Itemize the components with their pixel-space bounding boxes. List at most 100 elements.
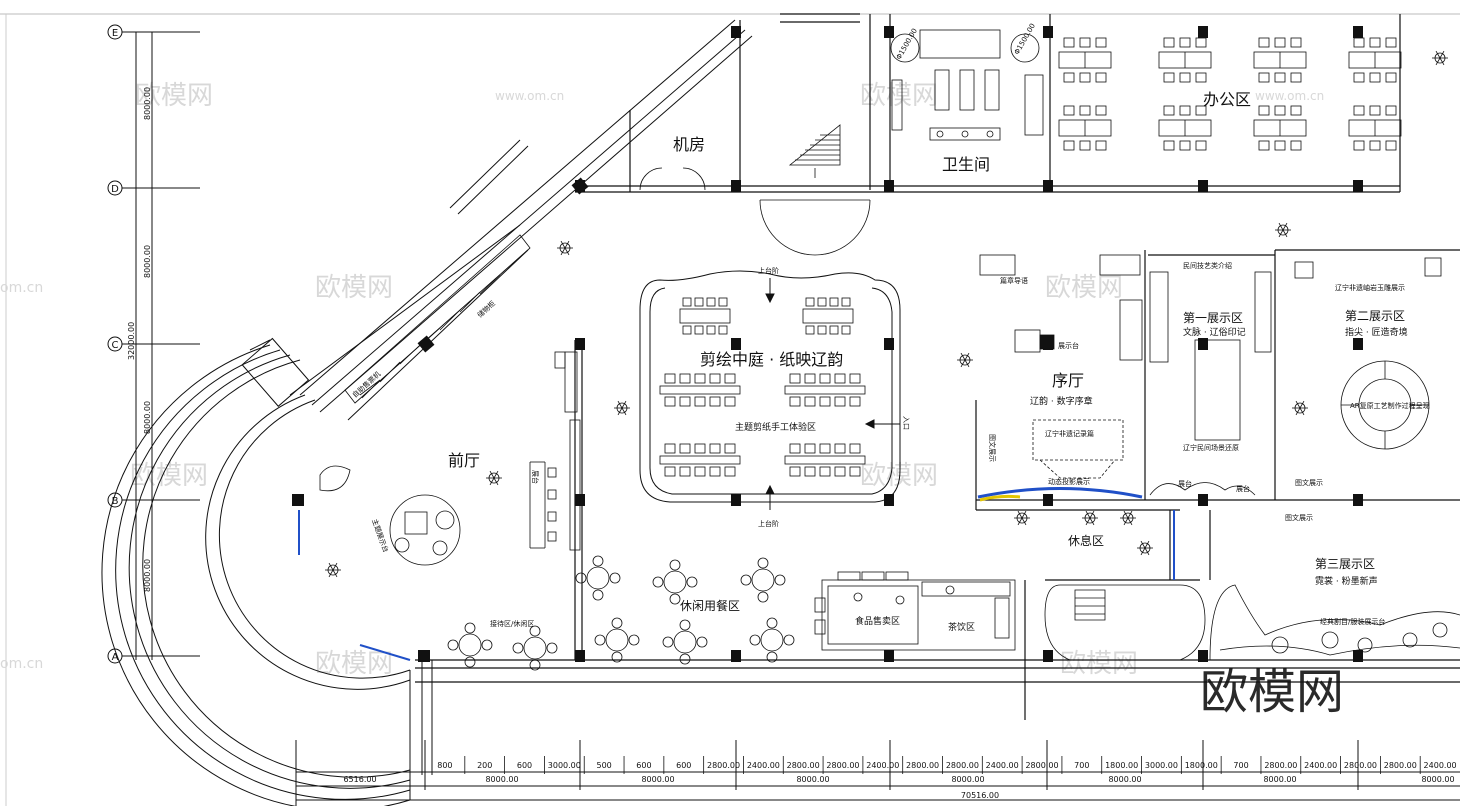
note-record: 辽宁非遗记录篇 bbox=[1045, 429, 1094, 438]
workshop-chair bbox=[709, 396, 721, 407]
dim-value: 8000.00 bbox=[1421, 775, 1454, 784]
workshop-chair bbox=[718, 325, 728, 335]
note-opera: 经典剧目/服装展示台 bbox=[1320, 617, 1385, 626]
room-labels: 机房 卫生间 办公区 前厅 剪绘中庭 · 纸映辽韵 主题剪纸手工体验区 序厅 辽… bbox=[370, 90, 1407, 633]
workshop-chair bbox=[789, 466, 801, 477]
dim-span: 8000.00 bbox=[143, 245, 152, 278]
office-chair bbox=[1290, 37, 1302, 48]
workshop-chair bbox=[789, 396, 801, 407]
office-chair bbox=[1195, 72, 1207, 83]
workshop-chair bbox=[724, 373, 736, 384]
dim-value: 2400.00 bbox=[866, 761, 899, 770]
dining-chair bbox=[609, 572, 621, 584]
grid-label-b: B bbox=[112, 496, 119, 507]
label-exhibit3: 第三展示区 bbox=[1315, 557, 1375, 571]
dim-value: 1800.00 bbox=[1105, 761, 1138, 770]
office-chair bbox=[1369, 140, 1381, 151]
dining-chair bbox=[757, 591, 769, 603]
office-chair bbox=[1179, 105, 1191, 116]
dining-chair bbox=[628, 634, 640, 646]
dim-value: 600 bbox=[636, 761, 651, 770]
watermark-logo: 欧模网 bbox=[135, 81, 213, 111]
office-chair bbox=[1079, 37, 1091, 48]
dining-table bbox=[458, 633, 482, 657]
workshop-chair bbox=[724, 396, 736, 407]
watermark-url: www.om.cn bbox=[495, 89, 564, 103]
dim-value: 2800.00 bbox=[946, 761, 979, 770]
office-chair bbox=[1258, 72, 1270, 83]
office-chair bbox=[1163, 37, 1175, 48]
workshop-chair bbox=[694, 466, 706, 477]
office-chair bbox=[1063, 105, 1075, 116]
dim-value: 2400.00 bbox=[1304, 761, 1337, 770]
office-chair bbox=[1095, 37, 1107, 48]
dining-table bbox=[523, 636, 547, 660]
dim-value: 8000.00 bbox=[641, 775, 674, 784]
note-heritage: 辽宁非遗岫岩玉雕展示 bbox=[1335, 283, 1405, 292]
dim-value: 2800.00 bbox=[1384, 761, 1417, 770]
dim-value: 600 bbox=[676, 761, 691, 770]
watermark-brand: 欧模网 bbox=[1200, 664, 1344, 720]
dining-chair bbox=[696, 636, 708, 648]
dining-chair bbox=[611, 617, 623, 629]
grid-label-a: A bbox=[112, 652, 119, 663]
office-chair bbox=[1095, 105, 1107, 116]
watermark-logo: 欧模网 bbox=[315, 273, 393, 303]
label-exhibit1: 第一展示区 bbox=[1183, 311, 1243, 325]
workshop-chair bbox=[679, 443, 691, 454]
dining-chair bbox=[766, 617, 778, 629]
office-chair bbox=[1290, 140, 1302, 151]
note-folk-intro: 民间技艺类介绍 bbox=[1183, 261, 1232, 270]
dining-chair bbox=[679, 619, 691, 631]
workshop-chair bbox=[819, 443, 831, 454]
workshop-chair bbox=[709, 443, 721, 454]
workshop-chair bbox=[804, 443, 816, 454]
workshop-chair bbox=[841, 325, 851, 335]
dining-table bbox=[751, 568, 775, 592]
watermark-logo: 欧模网 bbox=[315, 649, 393, 679]
workshop-chair bbox=[834, 373, 846, 384]
dim-value: 1800.00 bbox=[1185, 761, 1218, 770]
office-chair bbox=[1179, 72, 1191, 83]
office-chair bbox=[1163, 72, 1175, 83]
office-chair bbox=[1290, 72, 1302, 83]
label-office: 办公区 bbox=[1203, 90, 1251, 109]
note-platform: 展台 bbox=[1178, 479, 1192, 488]
office-chair bbox=[1079, 140, 1091, 151]
label-workshop: 主题剪纸手工体验区 bbox=[735, 421, 816, 433]
label-machine-room: 机房 bbox=[673, 135, 705, 154]
workshop-chair bbox=[819, 396, 831, 407]
workshop-chair bbox=[841, 297, 851, 307]
dim-total: 32000.00 bbox=[127, 322, 136, 360]
office-chair bbox=[1163, 140, 1175, 151]
dining-chair bbox=[464, 656, 476, 668]
workshop-chair bbox=[664, 443, 676, 454]
label-lobby: 前厅 bbox=[448, 451, 480, 470]
bottom-dimensions bbox=[295, 740, 1460, 806]
office-chair bbox=[1163, 105, 1175, 116]
dining-chair bbox=[669, 593, 681, 605]
workshop-tables bbox=[659, 297, 866, 477]
workshop-chair bbox=[682, 325, 692, 335]
label-courtyard: 剪绘中庭 · 纸映辽韵 bbox=[700, 350, 843, 369]
grid-label-d: D bbox=[111, 184, 119, 195]
workshop-table bbox=[679, 308, 731, 324]
dim-value: 3000.00 bbox=[1145, 761, 1178, 770]
office-chair bbox=[1385, 37, 1397, 48]
food-counters bbox=[814, 571, 1016, 651]
workshop-chair bbox=[789, 373, 801, 384]
office-chair bbox=[1063, 72, 1075, 83]
storage-lockers bbox=[344, 234, 531, 404]
workshop-chair bbox=[694, 443, 706, 454]
dining-chair bbox=[757, 557, 769, 569]
label-tea: 茶饮区 bbox=[948, 621, 975, 633]
workshop-chair bbox=[819, 373, 831, 384]
workshop-table bbox=[784, 385, 866, 395]
note-entrance: 入口 bbox=[902, 416, 910, 430]
workshop-chair bbox=[834, 443, 846, 454]
workshop-chair bbox=[679, 373, 691, 384]
office-chair bbox=[1369, 37, 1381, 48]
dining-chair bbox=[447, 639, 459, 651]
structural-columns bbox=[292, 26, 1363, 662]
dining-chair bbox=[594, 634, 606, 646]
